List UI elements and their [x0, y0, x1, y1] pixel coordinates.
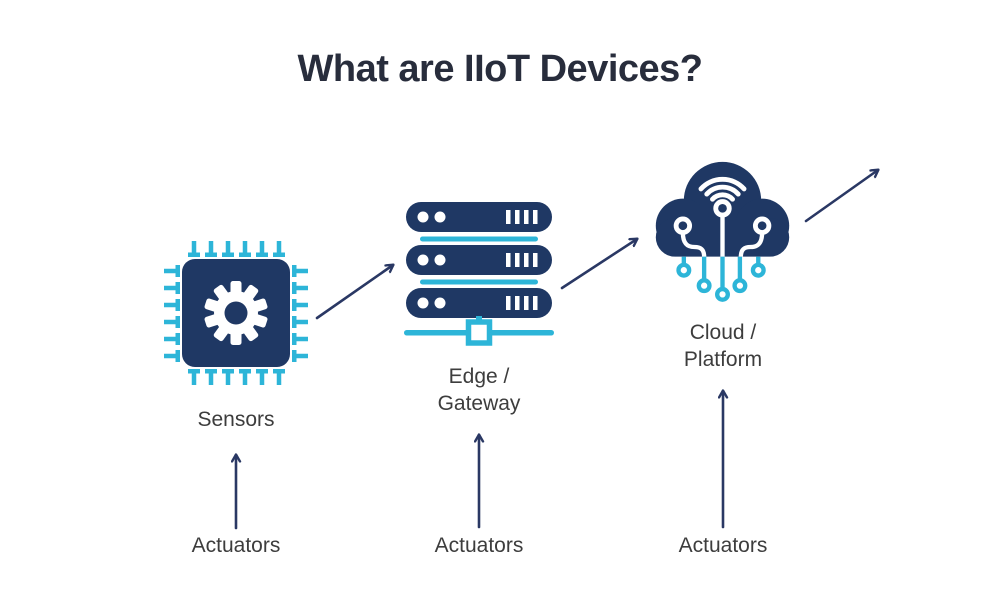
edge-label-line-1: Edge /: [448, 365, 510, 388]
network-node-icon: [404, 316, 554, 346]
sensors-label-line: Sensors: [197, 408, 275, 431]
flow-arrow-edge-to-cloud: [560, 239, 637, 290]
cloud-label-line-1: Cloud /: [689, 321, 757, 344]
actuators-label-sensors: Actuators: [191, 534, 281, 557]
actuators-label-cloud: Actuators: [678, 534, 768, 557]
gear-icon: [204, 281, 268, 345]
cloud-circuit-icon: [655, 161, 790, 302]
edge-gateway-label: Edge / Gateway: [438, 363, 521, 417]
flow-arrow-sensors-to-edge: [315, 265, 393, 320]
cloud-label-line-2: Platform: [683, 348, 763, 371]
chip-gear-icon: [164, 241, 308, 385]
flow-arrow-cloud-out: [804, 170, 878, 223]
sensors-label: Sensors: [197, 406, 274, 433]
cloud-platform-label: Cloud / Platform: [684, 319, 762, 373]
circuit-traces: [673, 199, 772, 257]
circuit-drops: [676, 256, 766, 302]
page-title: What are IIoT Devices?: [297, 48, 703, 90]
server-stack-icon: [404, 202, 554, 346]
wifi-icon: [698, 176, 747, 202]
actuators-label-edge: Actuators: [434, 534, 524, 557]
edge-label-line-2: Gateway: [437, 392, 521, 415]
